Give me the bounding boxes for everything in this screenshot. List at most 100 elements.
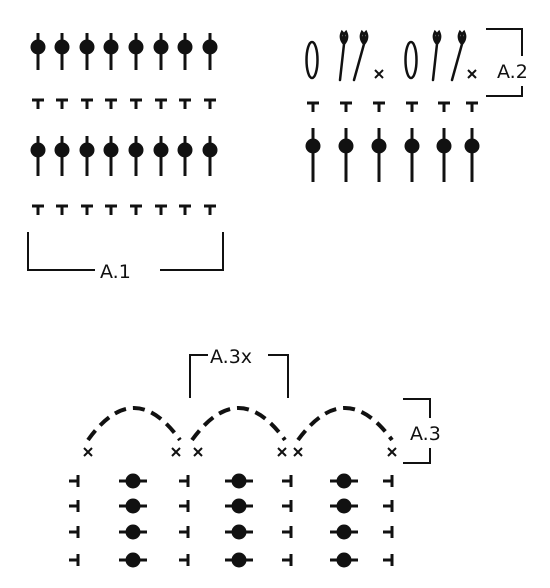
a3-row4-sidetee-2 xyxy=(179,554,190,566)
a2-loop-1-oval xyxy=(305,40,319,80)
a3-arc-2 xyxy=(190,406,287,442)
a2-bead-6-dot xyxy=(464,138,480,154)
a1-tee-top-5 xyxy=(130,98,142,109)
a1-label: A.1 xyxy=(100,261,131,283)
a3-bracket xyxy=(403,398,431,464)
a3-row1-sidetee-4-lines xyxy=(383,475,394,487)
a3-row2-bead-1-dot xyxy=(125,498,141,514)
a3-row2-sidetee-4-lines xyxy=(383,500,394,512)
a3-row1-bead-1-dot xyxy=(125,473,141,489)
a3-row2-sidetee-2-lines xyxy=(179,500,190,512)
a1-tee-top-6 xyxy=(155,98,167,109)
a2-leaf-4 xyxy=(450,29,467,82)
a2-bead-2-dot xyxy=(338,138,354,154)
a3-row3-bead-2-dot xyxy=(231,524,247,540)
a2-bead-6 xyxy=(464,128,480,182)
a3-row2-sidetee-4 xyxy=(383,500,394,512)
a1-bead-bottom-7-dot xyxy=(177,142,193,158)
a1-bead-top-3 xyxy=(79,33,95,70)
a2-leaf-1 xyxy=(338,29,349,82)
a3-row4-sidetee-3 xyxy=(282,554,293,566)
a3-row1-sidetee-1 xyxy=(69,475,80,487)
a1-bead-bottom-8 xyxy=(202,136,218,176)
a1-tee-bottom-3 xyxy=(81,204,93,215)
a1-tee-top-1 xyxy=(32,98,44,109)
a1-tee-bottom-6 xyxy=(155,204,167,215)
a2-bead-1-dot xyxy=(305,138,321,154)
a1-bead-top-7 xyxy=(177,33,193,70)
a3-row1-bead-3-dot xyxy=(336,473,352,489)
a2-tee-2 xyxy=(340,101,352,112)
a2-loop-2 xyxy=(404,40,418,80)
a3-row3-sidetee-2-lines xyxy=(179,526,190,538)
a1-bead-top-5-dot xyxy=(128,39,144,55)
a1-tee-bottom-8 xyxy=(204,204,216,215)
a3-row1-bead-1 xyxy=(119,473,147,489)
a3-row4-sidetee-1 xyxy=(69,554,80,566)
a3-cross-3 xyxy=(193,447,203,457)
a3-row2-bead-2 xyxy=(225,498,253,514)
a3-row2-sidetee-3 xyxy=(282,500,293,512)
a3-row3-sidetee-3 xyxy=(282,526,293,538)
a1-tee-bottom-1 xyxy=(32,204,44,215)
a1-bead-top-2 xyxy=(54,33,70,70)
a2-leaf-2-shape xyxy=(352,29,369,82)
a1-bead-top-3-dot xyxy=(79,39,95,55)
a3-cross-1 xyxy=(83,447,93,457)
a2-tee-4 xyxy=(406,101,418,112)
a3-row3-sidetee-2 xyxy=(179,526,190,538)
a1-bead-bottom-1-dot xyxy=(30,142,46,158)
a3x-bracket xyxy=(189,354,289,398)
a2-tee-6 xyxy=(466,101,478,112)
a2-bead-5 xyxy=(436,128,452,182)
a3-row2-bead-3 xyxy=(330,498,358,514)
a1-bead-top-6 xyxy=(153,33,169,70)
a3-row2-bead-3-dot xyxy=(336,498,352,514)
a2-label: A.2 xyxy=(497,61,528,83)
a1-bead-bottom-6 xyxy=(153,136,169,176)
a3-row1-bead-2-dot xyxy=(231,473,247,489)
a3-row4-bead-3-dot xyxy=(336,552,352,568)
a2-cross-1-lines xyxy=(374,69,384,79)
a2-tee-3 xyxy=(373,101,385,112)
a3-cross-1-lines xyxy=(83,447,93,457)
a2-bead-1 xyxy=(305,128,321,182)
a3-cross-3-lines xyxy=(193,447,203,457)
a3-row2-sidetee-2 xyxy=(179,500,190,512)
a3-row1-bead-3 xyxy=(330,473,358,489)
a3-cross-4 xyxy=(277,447,287,457)
a3-row4-bead-2-dot xyxy=(231,552,247,568)
a3-row4-sidetee-4 xyxy=(383,554,394,566)
a2-bead-3-dot xyxy=(371,138,387,154)
a2-leaf-4-shape xyxy=(450,29,467,82)
a2-bead-5-dot xyxy=(436,138,452,154)
a1-bead-bottom-2-dot xyxy=(54,142,70,158)
a3-row1-sidetee-2-lines xyxy=(179,475,190,487)
a2-loop-2-oval xyxy=(404,40,418,80)
a3-row1-sidetee-3-lines xyxy=(282,475,293,487)
a3-label: A.3 xyxy=(410,423,441,445)
a1-bead-top-1 xyxy=(30,33,46,70)
a3-cross-5 xyxy=(293,447,303,457)
a2-leaf-1-shape xyxy=(338,29,349,82)
a3x-label: A.3x xyxy=(210,346,252,368)
a2-bracket xyxy=(486,28,523,97)
a1-tee-top-3 xyxy=(81,98,93,109)
a1-bead-top-7-dot xyxy=(177,39,193,55)
a3-row2-bead-1 xyxy=(119,498,147,514)
a3-row4-sidetee-3-lines xyxy=(282,554,293,566)
a1-tee-bottom-2 xyxy=(56,204,68,215)
a1-bead-top-4-dot xyxy=(103,39,119,55)
a2-loop-1 xyxy=(305,40,319,80)
a3-row1-bead-2 xyxy=(225,473,253,489)
a1-bead-bottom-4-dot xyxy=(103,142,119,158)
a1-tee-top-8 xyxy=(204,98,216,109)
a2-cross-2-lines xyxy=(467,69,477,79)
a1-tee-bottom-4 xyxy=(105,204,117,215)
a3-row4-sidetee-4-lines xyxy=(383,554,394,566)
a3-row4-bead-1-dot xyxy=(125,552,141,568)
a3-cross-4-lines xyxy=(277,447,287,457)
a3-row4-sidetee-2-lines xyxy=(179,554,190,566)
a1-bead-top-6-dot xyxy=(153,39,169,55)
a2-leaf-2 xyxy=(352,29,369,82)
